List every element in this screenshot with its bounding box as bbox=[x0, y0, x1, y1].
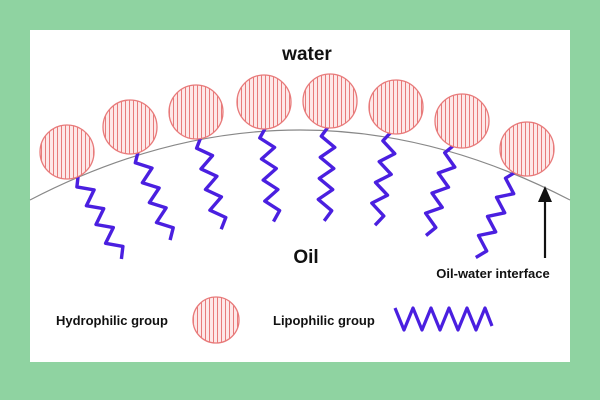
hydrophilic-head-5 bbox=[302, 73, 358, 129]
hydrophilic-head-4 bbox=[236, 74, 292, 130]
hydrophilic-legend-icon bbox=[192, 296, 240, 344]
water-label: water bbox=[281, 44, 332, 65]
hydrophilic-head-1 bbox=[39, 124, 95, 180]
hydrophilic-head-6 bbox=[368, 79, 424, 135]
diagram-panel bbox=[30, 30, 570, 362]
lipophilic-tail-1 bbox=[75, 174, 125, 260]
hydrophilic-legend-label: Hydrophilic group bbox=[56, 313, 168, 328]
lipophilic-legend-label: Lipophilic group bbox=[273, 313, 375, 328]
lipophilic-tail-6 bbox=[370, 130, 397, 227]
hydrophilic-head-3 bbox=[168, 84, 224, 140]
lipophilic-legend-icon bbox=[393, 306, 494, 332]
lipophilic-tail-4 bbox=[258, 126, 282, 223]
lipophilic-tail-7 bbox=[423, 143, 457, 237]
interface-label: Oil-water interface bbox=[436, 266, 549, 281]
interface-arrow-head bbox=[538, 186, 552, 202]
lipophilic-tail-8 bbox=[474, 170, 518, 259]
hydrophilic-head-7 bbox=[434, 93, 490, 149]
lipophilic-tail-3 bbox=[194, 135, 228, 230]
lipophilic-tail-5 bbox=[316, 124, 337, 222]
surfactant-molecules bbox=[39, 73, 555, 260]
oil-label: Oil bbox=[293, 247, 318, 268]
oil-water-interface-line bbox=[29, 129, 571, 201]
lipophilic-tail-2 bbox=[133, 150, 175, 241]
hydrophilic-head-2 bbox=[102, 99, 158, 155]
hydrophilic-head-8 bbox=[499, 121, 555, 177]
